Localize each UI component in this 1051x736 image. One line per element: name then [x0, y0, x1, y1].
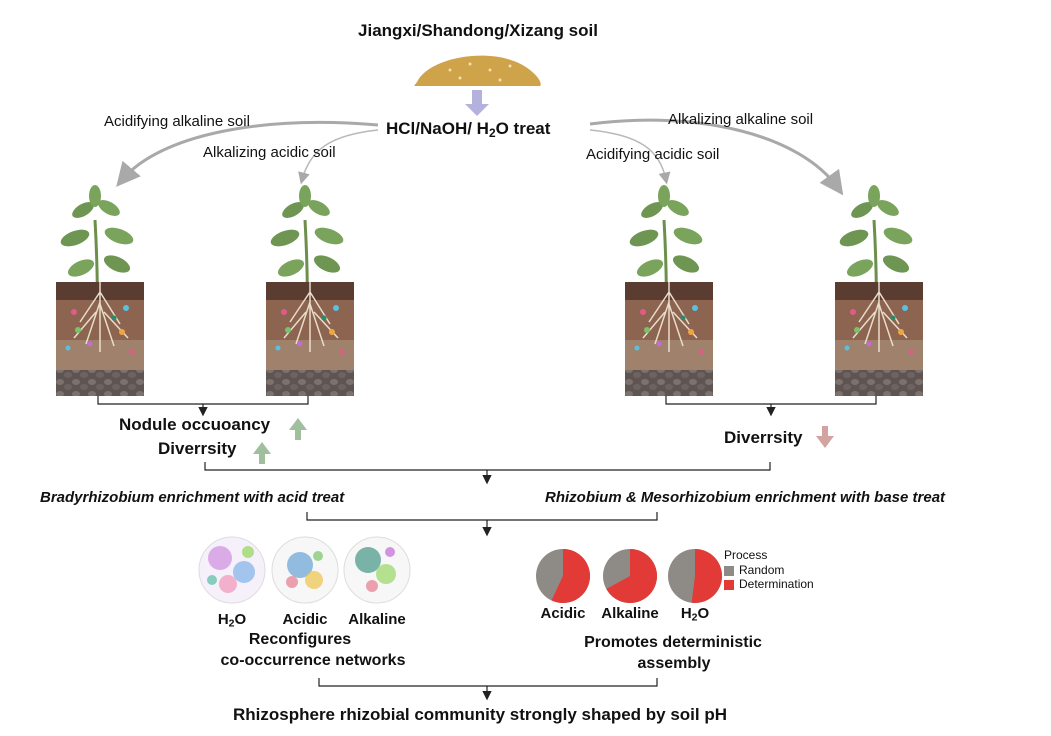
pie-charts: [536, 549, 722, 603]
branch-arrow-alkalizing-alkaline: [589, 118, 844, 196]
network-label-alkaline: Alkaline: [348, 611, 406, 628]
legend-random-label: Random: [739, 563, 785, 577]
bracket-merge-2: [306, 512, 658, 537]
branch-label-alkalizing-alkaline: Alkalizing alkaline soil: [668, 111, 814, 128]
pies-caption-line2: assembly: [637, 655, 711, 672]
acid-enrichment-label: Bradyrhizobium enrichment with acid trea…: [40, 489, 345, 506]
networks-caption-line1: Reconfigures: [248, 631, 352, 648]
branch-label-alkalizing-acidic: Alkalizing acidic soil: [203, 144, 336, 161]
legend-determination-swatch: [724, 580, 734, 590]
treat-label: HCl/NaOH/ H2O treat: [386, 119, 551, 140]
nodule-occupancy-label: Nodule occuoancy: [119, 415, 271, 434]
pie-label-acidic: Acidic: [540, 605, 586, 622]
pie-determination-slice: [551, 549, 590, 603]
nodule-up-arrow-icon: [289, 418, 307, 440]
treat-arrow-icon: [465, 90, 489, 116]
branch-arrow-acidifying-alkaline: [116, 120, 379, 187]
soil-profile-4: [834, 281, 924, 397]
network-acidic-icon: [271, 536, 339, 604]
soil-profile-1: [55, 281, 145, 397]
network-alkaline-icon: [343, 536, 411, 604]
right-diversity-label: Diverrsity: [724, 428, 803, 447]
legend-title: Process: [724, 548, 768, 562]
branch-label-acidifying-acidic: Acidifying acidic soil: [586, 146, 720, 163]
base-enrichment-label: Rhizobium & Mesorhizobium enrichment wit…: [545, 489, 946, 506]
network-h2o-icon: [198, 536, 266, 604]
diversity-up-arrow-icon: [253, 442, 271, 464]
network-label-h2o: H2O: [217, 611, 247, 630]
network-label-acidic: Acidic: [282, 611, 328, 628]
soil-source-label: Jiangxi/Shandong/Xizang soil: [358, 21, 598, 40]
networks-caption-line2: co-occurrence networks: [220, 652, 406, 669]
soil-pile-icon: [414, 55, 541, 86]
pie-determination-slice: [691, 549, 722, 603]
bracket-merge-1: [204, 462, 771, 485]
legend-random-swatch: [724, 566, 734, 576]
soil-profile-3: [624, 281, 714, 397]
bracket-final: [318, 678, 658, 701]
branch-arrow-alkalizing-acidic: [298, 129, 379, 185]
bracket-right: [665, 396, 877, 417]
left-diversity-label: Diverrsity: [158, 439, 237, 458]
branch-label-acidifying-alkaline: Acidifying alkaline soil: [104, 113, 250, 130]
soil-profile-2: [265, 281, 355, 397]
branch-arrow-acidifying-acidic: [589, 129, 671, 185]
diversity-down-arrow-icon: [816, 426, 834, 448]
pie-determination-slice: [606, 549, 657, 603]
pies-caption-line1: Promotes deterministic: [584, 634, 762, 651]
legend-determination-label: Determination: [739, 577, 814, 591]
pie-label-h2o: H2O: [680, 605, 710, 624]
pie-label-alkaline: Alkaline: [601, 605, 659, 622]
conclusion-label: Rhizosphere rhizobial community strongly…: [232, 705, 728, 724]
bracket-left: [97, 396, 309, 417]
